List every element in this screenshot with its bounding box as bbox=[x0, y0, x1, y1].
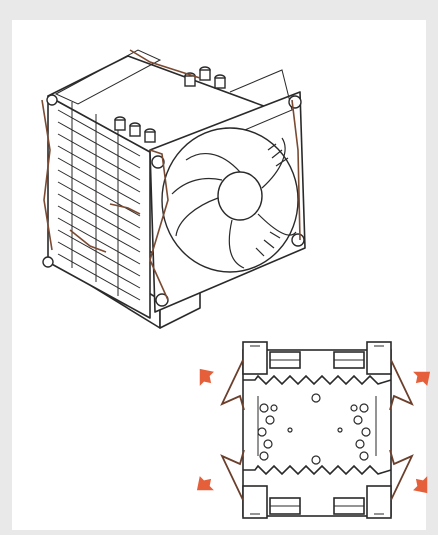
arrow-icon bbox=[196, 368, 431, 494]
